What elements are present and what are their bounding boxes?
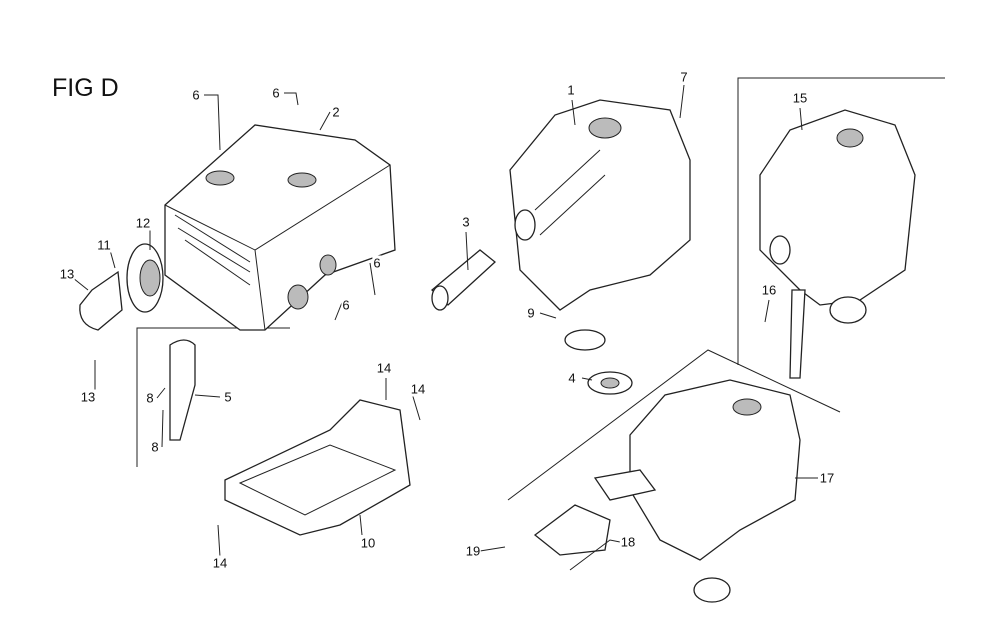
part-callout-3: 3 bbox=[461, 214, 471, 230]
cover-part-18 bbox=[533, 504, 611, 556]
part-callout-19: 19 bbox=[464, 543, 482, 559]
part-callout-6: 6 bbox=[372, 255, 382, 271]
part-callout-15: 15 bbox=[791, 90, 809, 106]
part-callout-7: 7 bbox=[679, 69, 689, 85]
part-callout-14: 14 bbox=[375, 360, 393, 376]
part-callout-5: 5 bbox=[223, 389, 233, 405]
part-callout-10: 10 bbox=[359, 535, 377, 551]
section-divider bbox=[507, 349, 841, 501]
part-callout-4: 4 bbox=[567, 370, 577, 386]
part-callout-6: 6 bbox=[191, 87, 201, 103]
part-callout-9: 9 bbox=[526, 305, 536, 321]
cover-part-11 bbox=[79, 270, 123, 331]
part-callout-8: 8 bbox=[145, 390, 155, 406]
muffler-part-15 bbox=[759, 109, 916, 379]
part-callout-13: 13 bbox=[79, 389, 97, 405]
part-callout-2: 2 bbox=[331, 104, 341, 120]
part-callout-17: 17 bbox=[818, 470, 836, 486]
part-callout-13: 13 bbox=[58, 266, 76, 282]
section-divider bbox=[737, 77, 945, 365]
leader-lines bbox=[72, 84, 818, 571]
muffler-part-17 bbox=[593, 379, 801, 603]
section-divider bbox=[136, 327, 290, 467]
figure-title: FIG D bbox=[52, 74, 119, 102]
muffler-tray-part-10 bbox=[224, 399, 411, 536]
part-callout-1: 1 bbox=[566, 82, 576, 98]
part-callout-18: 18 bbox=[619, 534, 637, 550]
part-callout-8: 8 bbox=[150, 439, 160, 455]
part-callout-6: 6 bbox=[341, 297, 351, 313]
part-callout-16: 16 bbox=[760, 282, 778, 298]
part-callout-12: 12 bbox=[134, 215, 152, 231]
part-callout-11: 11 bbox=[96, 237, 112, 253]
muffler-protector-part-2 bbox=[164, 124, 396, 331]
part-callout-14: 14 bbox=[211, 555, 229, 571]
muffler-part-1 bbox=[509, 99, 691, 311]
part-callout-6: 6 bbox=[271, 85, 281, 101]
bracket-part-5 bbox=[169, 339, 196, 441]
part-callout-14: 14 bbox=[409, 381, 427, 397]
